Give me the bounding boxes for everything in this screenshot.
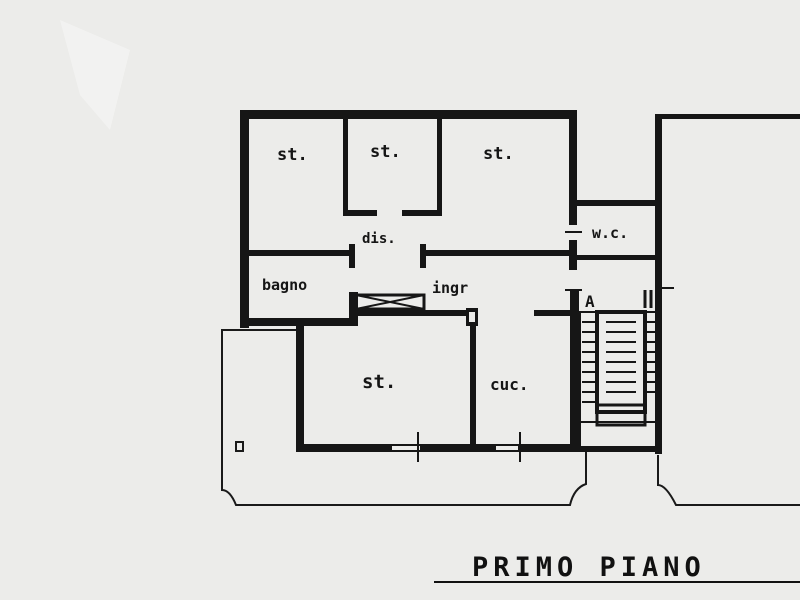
column-marker [235, 441, 244, 452]
room-label-st-top-left: st. [277, 145, 308, 165]
plan-title: PRIMO PIANO [472, 552, 706, 583]
room-label-st-living: st. [362, 371, 396, 393]
room-label-st-top-right: st. [483, 144, 514, 164]
stair-treads [582, 321, 655, 403]
windows [392, 432, 521, 462]
room-label-bagno: bagno [262, 276, 307, 294]
adjacent-building [655, 114, 800, 506]
staircase [577, 290, 662, 450]
room-label-ingr: ingr [432, 279, 468, 297]
plan-title-block: PRIMO PIANO [434, 552, 800, 583]
walls [240, 110, 662, 452]
stair-mark-label: A [585, 292, 595, 311]
door-markers [565, 231, 674, 291]
room-label-cuc: cuc. [490, 375, 529, 394]
room-label-st-top-center: st. [370, 142, 401, 162]
closet-symbol [354, 293, 426, 311]
room-label-dis: dis. [362, 231, 396, 247]
room-labels: st. st. st. w.c. dis. bagno ingr st. cuc… [262, 142, 628, 394]
paper-glare [60, 20, 130, 130]
balcony-outline [221, 329, 587, 506]
room-label-wc: w.c. [592, 224, 628, 242]
